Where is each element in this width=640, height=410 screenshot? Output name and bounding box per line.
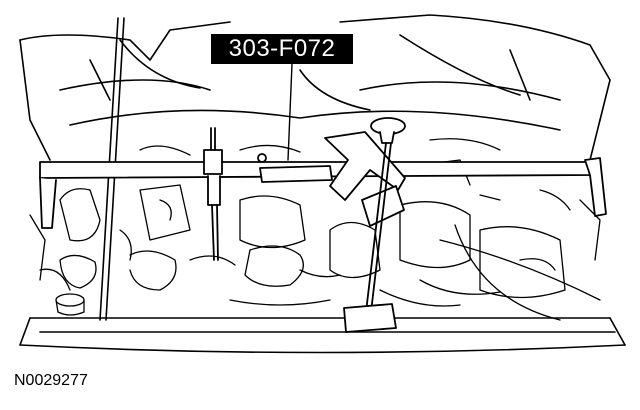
- engine-support-bar: [39, 153, 607, 229]
- tool-number-label: 303-F072: [211, 34, 353, 64]
- right-support-hook: [324, 117, 406, 333]
- figure-id: N0029277: [14, 372, 88, 389]
- hood-outline: [19, 14, 611, 161]
- radiator-support: [19, 317, 626, 354]
- engine-components: [29, 138, 601, 321]
- left-support-leg: [203, 127, 223, 261]
- label-leader-line: [287, 63, 293, 161]
